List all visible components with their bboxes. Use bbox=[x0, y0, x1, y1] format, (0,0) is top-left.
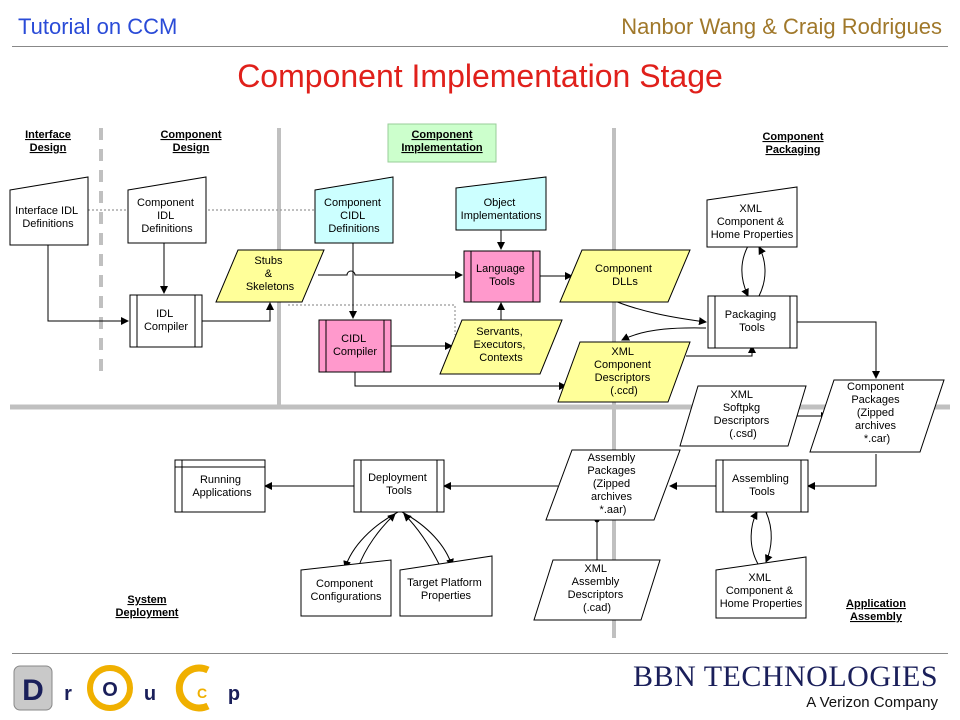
logo-letter-c: C bbox=[197, 685, 207, 701]
arrow-configs-to-deploy bbox=[357, 513, 396, 569]
svg-text:Component: Component bbox=[762, 131, 823, 143]
svg-text:System: System bbox=[127, 594, 166, 606]
ccm-process-diagram: Interface IDL Definitions Component IDL … bbox=[9, 123, 950, 638]
header-authors: Nanbor Wang & Craig Rodrigues bbox=[621, 14, 942, 39]
arrow-xml-top-to-packaging bbox=[741, 245, 749, 297]
node-xml-softpkg-label: XML Softpkg Descriptors (.csd) bbox=[714, 389, 773, 440]
verizon-tagline: A Verizon Company bbox=[806, 694, 938, 711]
arrow-idl-compiler-to-stubs bbox=[202, 302, 274, 322]
node-idl-compiler-label: IDL Compiler bbox=[144, 308, 188, 333]
node-running-applications: Running Applications bbox=[174, 459, 266, 513]
node-component-packages-label: Component Packages (Zipped archives *.ca… bbox=[847, 381, 907, 445]
node-language-tools: Language Tools bbox=[463, 250, 541, 303]
svg-text:Implementation: Implementation bbox=[401, 142, 483, 154]
node-interface-idl: Interface IDL Definitions bbox=[9, 176, 89, 246]
node-xml-assembly-descriptors-label: XML Assembly Descriptors (.cad) bbox=[568, 563, 627, 614]
node-xml-assembly-descriptors: XML Assembly Descriptors (.cad) bbox=[533, 559, 661, 621]
arrow-packaging-to-xml-top bbox=[758, 246, 766, 297]
node-stubs-skeletons: Stubs & Skeletons bbox=[215, 249, 325, 303]
node-servants: Servants, Executors, Contexts bbox=[439, 319, 563, 375]
node-xml-comp-home-bottom-label: XML Component & Home Properties bbox=[720, 572, 803, 610]
header-course-title: Tutorial on CCM bbox=[18, 14, 178, 39]
arrow-deploy-to-configs bbox=[343, 511, 399, 569]
stage-label-interface-design: Interface Design bbox=[25, 129, 71, 154]
logo-letter-u: u bbox=[144, 683, 156, 705]
node-component-configurations-label: Component Configurations bbox=[311, 578, 382, 603]
node-assembling-tools-label: Assembling Tools bbox=[732, 473, 792, 498]
node-deployment-tools-label: Deployment Tools bbox=[368, 472, 430, 497]
arrow-dlls-to-packaging bbox=[609, 298, 707, 326]
node-component-dlls-label: Component DLLs bbox=[595, 263, 655, 288]
arrow-assembling-to-xml-bottom bbox=[765, 511, 773, 563]
logo-letter-p: p bbox=[228, 683, 240, 705]
node-assembly-packages-label: Assembly Packages (Zipped archives *.aar… bbox=[587, 452, 638, 516]
arrow-packaging-to-descriptors bbox=[621, 327, 707, 341]
node-component-cidl: Component CIDL Definitions bbox=[314, 176, 394, 244]
node-object-implementations: Object Implementations bbox=[455, 176, 547, 231]
node-xml-comp-home-top-label: XML Component & Home Properties bbox=[711, 203, 794, 241]
svg-text:Deployment: Deployment bbox=[116, 607, 179, 619]
svg-text:Application: Application bbox=[846, 598, 906, 610]
node-component-packages: Component Packages (Zipped archives *.ca… bbox=[809, 379, 945, 453]
node-deployment-tools: Deployment Tools bbox=[353, 459, 445, 513]
node-object-implementations-label: Object Implementations bbox=[461, 197, 542, 222]
node-component-configurations: Component Configurations bbox=[300, 559, 392, 617]
node-packaging-tools-label: Packaging Tools bbox=[725, 309, 779, 334]
svg-text:Component: Component bbox=[160, 129, 221, 141]
flow-arrows bbox=[47, 230, 880, 569]
stage-label-component-implementation: Component Implementation bbox=[401, 129, 483, 154]
node-interface-idl-label: Interface IDL Definitions bbox=[15, 205, 81, 230]
arrow-packaging-to-packages bbox=[797, 321, 880, 379]
node-running-applications-label: Running Applications bbox=[192, 474, 252, 499]
node-component-idl-label: Component IDL Definitions bbox=[137, 197, 197, 235]
node-component-dlls: Component DLLs bbox=[559, 249, 691, 303]
stage-label-component-design: Component Design bbox=[160, 129, 221, 154]
node-xml-comp-home-top: XML Component & Home Properties bbox=[706, 186, 798, 248]
arrow-interface-idl-to-idl-compiler bbox=[47, 245, 129, 325]
footer-divider bbox=[12, 653, 948, 654]
logo-letter-o: O bbox=[102, 679, 118, 701]
node-target-platform: Target Platform Properties bbox=[399, 555, 493, 617]
node-component-cidl-label: Component CIDL Definitions bbox=[324, 197, 384, 235]
node-xml-component-descriptors-label: XML Component Descriptors (.ccd) bbox=[594, 346, 654, 397]
slide-title: Component Implementation Stage bbox=[237, 58, 723, 94]
node-packaging-tools: Packaging Tools bbox=[707, 295, 798, 349]
node-component-idl: Component IDL Definitions bbox=[127, 176, 207, 244]
node-servants-label: Servants, Executors, Contexts bbox=[473, 326, 528, 364]
bbn-technologies-logo: BBN TECHNOLOGIES bbox=[633, 660, 938, 693]
header-divider bbox=[12, 46, 948, 47]
node-cidl-compiler-label: CIDL Compiler bbox=[333, 333, 377, 358]
node-xml-comp-home-bottom: XML Component & Home Properties bbox=[715, 556, 807, 619]
svg-text:Component: Component bbox=[411, 129, 472, 141]
svg-text:Interface: Interface bbox=[25, 129, 71, 141]
logo-letter-d: D bbox=[22, 674, 44, 707]
svg-text:Packaging: Packaging bbox=[765, 144, 820, 156]
svg-text:Assembly: Assembly bbox=[850, 611, 903, 623]
arrow-xml-bottom-to-assembling bbox=[750, 511, 759, 565]
node-idl-compiler: IDL Compiler bbox=[129, 294, 203, 348]
svg-text:Design: Design bbox=[173, 142, 210, 154]
arrow-packages-to-assembling bbox=[807, 454, 877, 490]
stage-highlight-implementation bbox=[387, 123, 497, 163]
node-cidl-compiler: CIDL Compiler bbox=[318, 319, 392, 373]
logo-letter-r: r bbox=[64, 683, 72, 705]
node-assembling-tools: Assembling Tools bbox=[715, 459, 809, 513]
stage-label-application-assembly: Application Assembly bbox=[846, 598, 906, 623]
node-language-tools-label: Language Tools bbox=[476, 263, 528, 288]
node-stubs-skeletons-label: Stubs & Skeletons bbox=[246, 255, 295, 293]
node-xml-component-descriptors: XML Component Descriptors (.ccd) bbox=[557, 341, 691, 403]
stage-label-component-packaging: Component Packaging bbox=[762, 131, 823, 156]
doc-group-logo: D r O u C p bbox=[13, 664, 240, 712]
arrow-stubs-to-language-tools bbox=[318, 270, 463, 279]
node-target-platform-label: Target Platform Properties bbox=[407, 577, 485, 602]
node-xml-softpkg: XML Softpkg Descriptors (.csd) bbox=[679, 385, 807, 447]
stage-label-system-deployment: System Deployment bbox=[116, 594, 179, 619]
arrow-descriptors-to-packaging bbox=[686, 345, 756, 357]
arrow-cidl-compiler-to-descriptors bbox=[354, 372, 567, 390]
node-assembly-packages: Assembly Packages (Zipped archives *.aar… bbox=[545, 449, 681, 521]
svg-text:Design: Design bbox=[30, 142, 67, 154]
arrow-target-to-deploy bbox=[403, 513, 441, 567]
